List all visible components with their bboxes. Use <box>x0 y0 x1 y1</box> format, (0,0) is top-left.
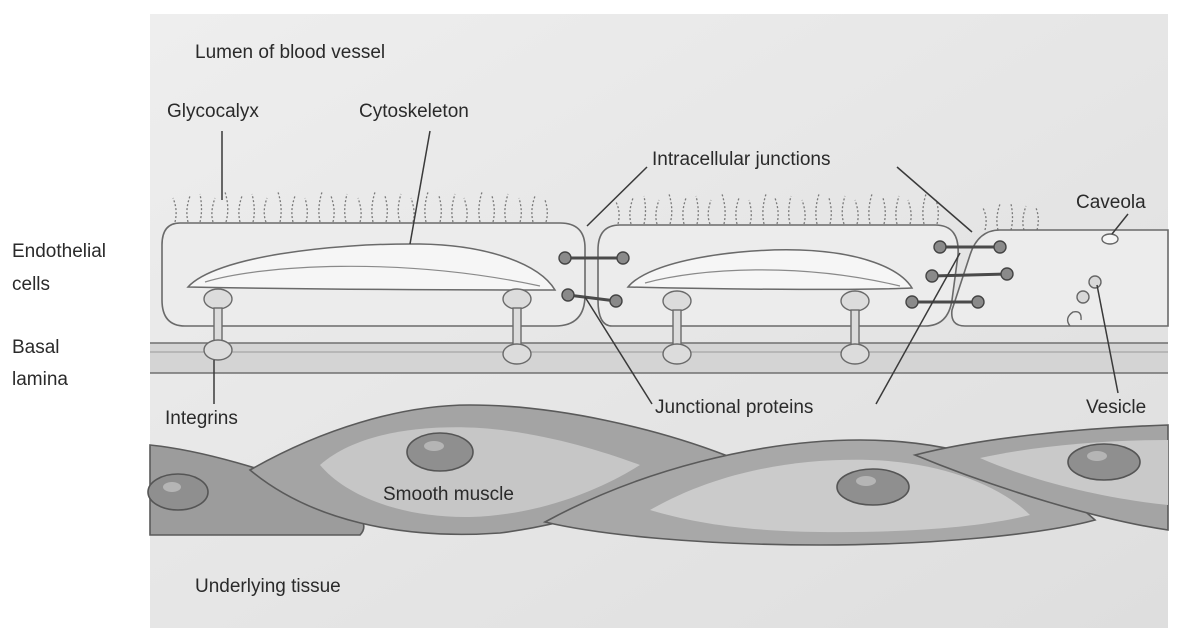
label-basal-lamina-2: lamina <box>12 369 68 390</box>
nucleus <box>407 433 473 471</box>
endothelial-cell-3 <box>952 230 1168 326</box>
nucleus <box>1068 444 1140 480</box>
label-cytoskeleton: Cytoskeleton <box>359 101 469 122</box>
label-junctional-proteins: Junctional proteins <box>655 397 813 418</box>
label-caveola: Caveola <box>1076 192 1146 213</box>
nucleus <box>837 469 909 505</box>
label-smooth-muscle: Smooth muscle <box>383 484 514 505</box>
vesicle <box>1077 291 1089 303</box>
label-vesicle: Vesicle <box>1086 397 1146 418</box>
label-intracellular-junctions: Intracellular junctions <box>652 149 830 170</box>
label-basal-lamina-1: Basal <box>12 337 60 358</box>
label-glycocalyx: Glycocalyx <box>167 101 259 122</box>
vesicle <box>1089 276 1101 288</box>
label-lumen: Lumen of blood vessel <box>195 42 385 63</box>
basal-lamina <box>150 343 1168 373</box>
endothelial-cell-2 <box>598 225 958 326</box>
nucleus <box>148 474 208 510</box>
label-integrins: Integrins <box>165 408 238 429</box>
label-underlying-tissue: Underlying tissue <box>195 576 341 597</box>
caveola-pit <box>1102 234 1118 244</box>
label-endothelial-cells-1: Endothelial <box>12 241 106 262</box>
label-endothelial-cells-2: cells <box>12 274 50 295</box>
